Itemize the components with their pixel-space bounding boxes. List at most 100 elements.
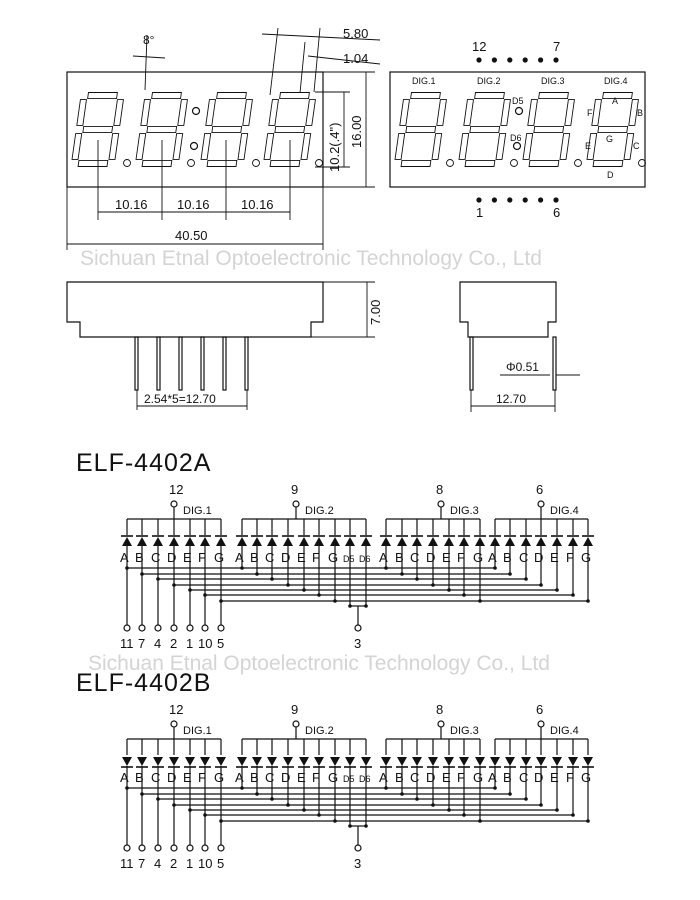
segment-label: E [297,550,306,565]
diode-icon [137,537,147,546]
segment [592,160,624,167]
diode-icon [252,757,262,766]
common-pin-label: 8 [436,482,443,497]
side-view [66,281,375,410]
diode-icon [381,537,391,546]
segment-pin-label: 1 [186,856,193,871]
segment-label: C [633,141,640,151]
front-view-dimensions [66,27,381,250]
common-pin-label: 12 [169,702,183,717]
segment [268,99,279,126]
diode-icon [475,757,485,766]
schematic-title-b: ELF-4402B [76,669,211,697]
segment [522,133,534,160]
digit-label: DIG.1 [412,76,436,86]
segment-label: G [581,770,591,785]
body-height-label: 7.00 [368,300,383,325]
watermark: Sichuan Etnal Optoelectronic Technology … [88,652,550,675]
segment [591,99,602,126]
top-pin-label: 7 [553,39,560,54]
segment [469,126,501,133]
segment-label: E [183,770,192,785]
segment [242,99,253,126]
segment-pin-terminal [201,844,209,852]
segment [463,99,474,126]
segment [628,99,639,126]
segment [263,133,275,160]
segment-pin-terminal [123,844,131,852]
segment-label: F [587,108,593,118]
segment-pin-terminal [217,844,225,852]
seven-segment-digit [586,92,639,167]
common-pin-terminal [537,500,545,508]
colon-dot [514,106,524,116]
segment-label: C [410,770,419,785]
segment-pin-label: 2 [170,856,177,871]
segment-label: D [534,550,543,565]
segment [586,133,598,160]
pin [222,336,227,391]
decimal-point [446,159,454,167]
segment-label: A [379,770,388,785]
diode-icon [459,537,469,546]
row-spacing-label: 12.70 [496,392,526,406]
segment-label: E [442,550,451,565]
segment-label: C [151,770,160,785]
front-view-outline [66,71,324,188]
segment-label: F [312,550,320,565]
segment [500,99,511,126]
segment-pin-label: 7 [138,856,145,871]
segment-pin-terminal [170,844,178,852]
segment [205,99,216,126]
segment-pin-terminal [217,624,225,632]
diode-icon [345,757,355,766]
segment-label: E [585,141,591,151]
diode-icon [505,537,515,546]
segment-pin-terminal [138,844,146,852]
diode-icon [330,537,340,546]
segment [400,160,432,167]
segment-label: D6 [359,554,371,564]
segment [200,133,212,160]
segment-label: G [473,550,483,565]
diode-icon [583,757,593,766]
diode-icon [552,757,562,766]
diode-icon [267,537,277,546]
bottom-pin-label: 1 [476,205,483,220]
pin-dot [538,197,544,203]
digit-label: DIG.2 [305,725,334,737]
segment-label: D5 [343,774,355,784]
segment [474,92,505,99]
segment [495,133,507,160]
digit-label: DIG.2 [305,505,334,517]
segment-label: F [566,550,574,565]
height-label: 16.00 [349,115,364,148]
seg-width-label: 5.80 [343,26,368,41]
segment-label: C [519,770,528,785]
pin-span-label: 2.54*5=12.70 [144,392,216,406]
pin-dot [476,57,482,63]
decimal-point [638,159,646,167]
diode-icon [122,537,132,546]
digit-label: DIG.4 [604,76,628,86]
segment-pin-label: 5 [217,856,224,871]
seven-segment-digit [135,92,188,167]
segment-label: F [198,770,206,785]
segment-label: E [297,770,306,785]
diode-icon [397,537,407,546]
diode-icon [568,757,578,766]
pin-dot [476,197,482,203]
segment-label: D [167,770,176,785]
segment [528,160,560,167]
common-pin-terminal [292,500,300,508]
end-view [459,281,580,412]
decimal-point [187,159,195,167]
seven-segment-digit [394,92,447,167]
segment-label: C [151,550,160,565]
common-pin-label: 8 [436,702,443,717]
segment [206,160,238,167]
diode-icon [185,537,195,546]
decimal-point [123,159,131,167]
common-pin-terminal [437,720,445,728]
seven-segment-digit [263,92,316,167]
